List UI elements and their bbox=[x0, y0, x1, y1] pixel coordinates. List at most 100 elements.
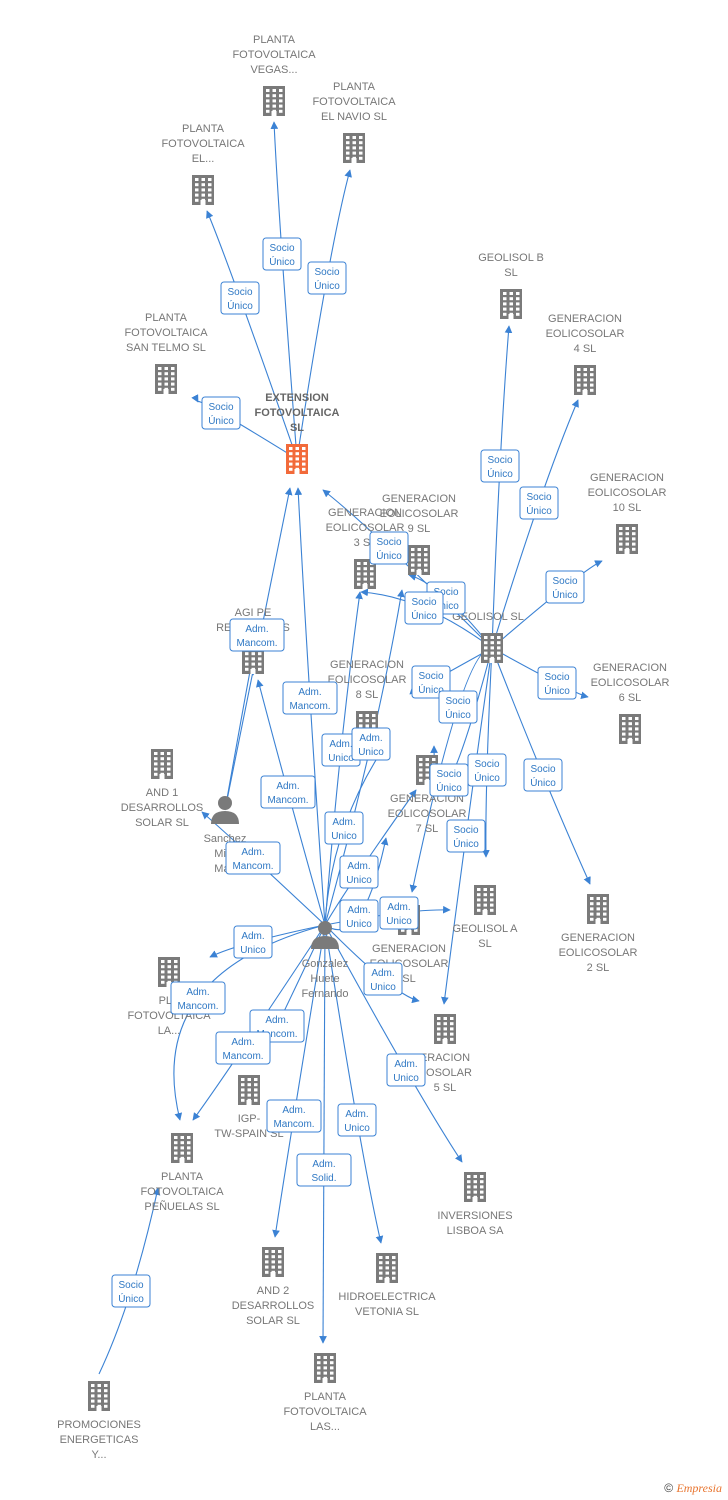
relation-label-text: Único bbox=[208, 414, 234, 427]
node-n23[interactable]: IGP- TW-SPAIN SL bbox=[214, 1075, 284, 1140]
relation-label[interactable]: Adm.Mancom. bbox=[282, 681, 338, 715]
relation-label[interactable]: Adm.Unico bbox=[379, 896, 419, 930]
relation-label[interactable]: Adm.Unico bbox=[324, 811, 364, 845]
relation-label-text: Mancom. bbox=[177, 1001, 218, 1012]
relation-label-text: Socio bbox=[314, 267, 339, 278]
person-icon bbox=[211, 796, 239, 824]
node-n28[interactable]: PLANTAFOTOVOLTAICALAS... bbox=[283, 1353, 367, 1433]
relation-label[interactable]: Adm.Unico bbox=[233, 925, 273, 959]
node-label-line: SL bbox=[290, 422, 304, 434]
node-label-line: SOLAR SL bbox=[135, 817, 189, 829]
relation-label-text: Adm. bbox=[241, 847, 264, 858]
relation-label[interactable]: Adm.Mancom. bbox=[229, 618, 285, 652]
relation-label[interactable]: Adm.Unico bbox=[339, 855, 379, 889]
building-icon bbox=[88, 1381, 110, 1411]
node-label-line: GENERACION bbox=[372, 943, 446, 955]
relation-label-text: Único bbox=[544, 684, 570, 697]
node-n1[interactable]: PLANTAFOTOVOLTAICAVEGAS... bbox=[232, 34, 316, 116]
relation-label-text: Adm. bbox=[231, 1037, 254, 1048]
node-label-line: SOLAR SL bbox=[246, 1315, 300, 1327]
relation-label-text: Mancom. bbox=[256, 1029, 297, 1040]
relation-label-text: Adm. bbox=[298, 687, 321, 698]
relation-label-text: Socio bbox=[269, 243, 294, 254]
node-n3[interactable]: PLANTAFOTOVOLTAICAEL... bbox=[161, 123, 245, 205]
relation-label-text: Socio bbox=[376, 537, 401, 548]
relation-label-text: Mancom. bbox=[222, 1051, 263, 1062]
node-label-line: ERACION bbox=[420, 1052, 470, 1064]
building-icon bbox=[354, 559, 376, 589]
relation-label-text: Socio bbox=[530, 764, 555, 775]
relation-label[interactable]: Adm.Unico bbox=[363, 962, 403, 996]
relation-label-text: Adm. bbox=[241, 931, 264, 942]
building-icon bbox=[616, 524, 638, 554]
node-label-line: EOLICOSOLAR bbox=[388, 808, 467, 820]
building-icon bbox=[464, 1172, 486, 1202]
node-label-line: AND 2 bbox=[257, 1285, 289, 1297]
relation-label[interactable]: Adm.Mancom. bbox=[266, 1099, 322, 1133]
building-icon bbox=[155, 364, 177, 394]
relation-label[interactable]: Adm.Mancom. bbox=[225, 841, 281, 875]
node-label-line: IGP- bbox=[238, 1113, 261, 1125]
relation-label-text: Socio bbox=[474, 759, 499, 770]
relation-label[interactable]: Adm.Solid. bbox=[296, 1153, 352, 1187]
relation-label[interactable]: Adm. Mancom. bbox=[215, 1031, 271, 1065]
node-n5[interactable]: GEOLISOL BSL bbox=[478, 252, 544, 319]
node-n29[interactable]: PROMOCIONESENERGETICASY... bbox=[57, 1381, 141, 1461]
relation-label[interactable]: Adm.Unico bbox=[351, 727, 391, 761]
node-label-line: PEÑUELAS SL bbox=[144, 1200, 219, 1213]
building-icon bbox=[262, 1247, 284, 1277]
node-n17[interactable]: GEOLISOL ASL bbox=[452, 885, 518, 950]
relation-label-text: Adm. bbox=[345, 1109, 368, 1120]
node-label-line: Gonzalez bbox=[302, 958, 348, 970]
node-n10[interactable]: GEOLISOL SL bbox=[452, 611, 524, 663]
relation-label[interactable]: Adm.Mancom. bbox=[260, 775, 316, 809]
relation-label-text: Único bbox=[118, 1292, 144, 1305]
relation-label[interactable]: Adm.Mancom. bbox=[170, 981, 226, 1015]
relation-label[interactable]: Adm.Unico bbox=[337, 1103, 377, 1137]
empresia-credit[interactable]: © Empresia bbox=[664, 1481, 722, 1496]
node-label-line: EOLICOSOLAR bbox=[559, 947, 638, 959]
relation-label[interactable]: Adm.Unico bbox=[386, 1053, 426, 1087]
node-label-line: AGI PE bbox=[235, 607, 272, 619]
node-label-line: GENERACION bbox=[330, 659, 404, 671]
relation-label[interactable]: Adm.Unico bbox=[339, 899, 379, 933]
relation-label-text: Socio bbox=[227, 287, 252, 298]
node-label-line: TW-SPAIN SL bbox=[214, 1128, 283, 1140]
